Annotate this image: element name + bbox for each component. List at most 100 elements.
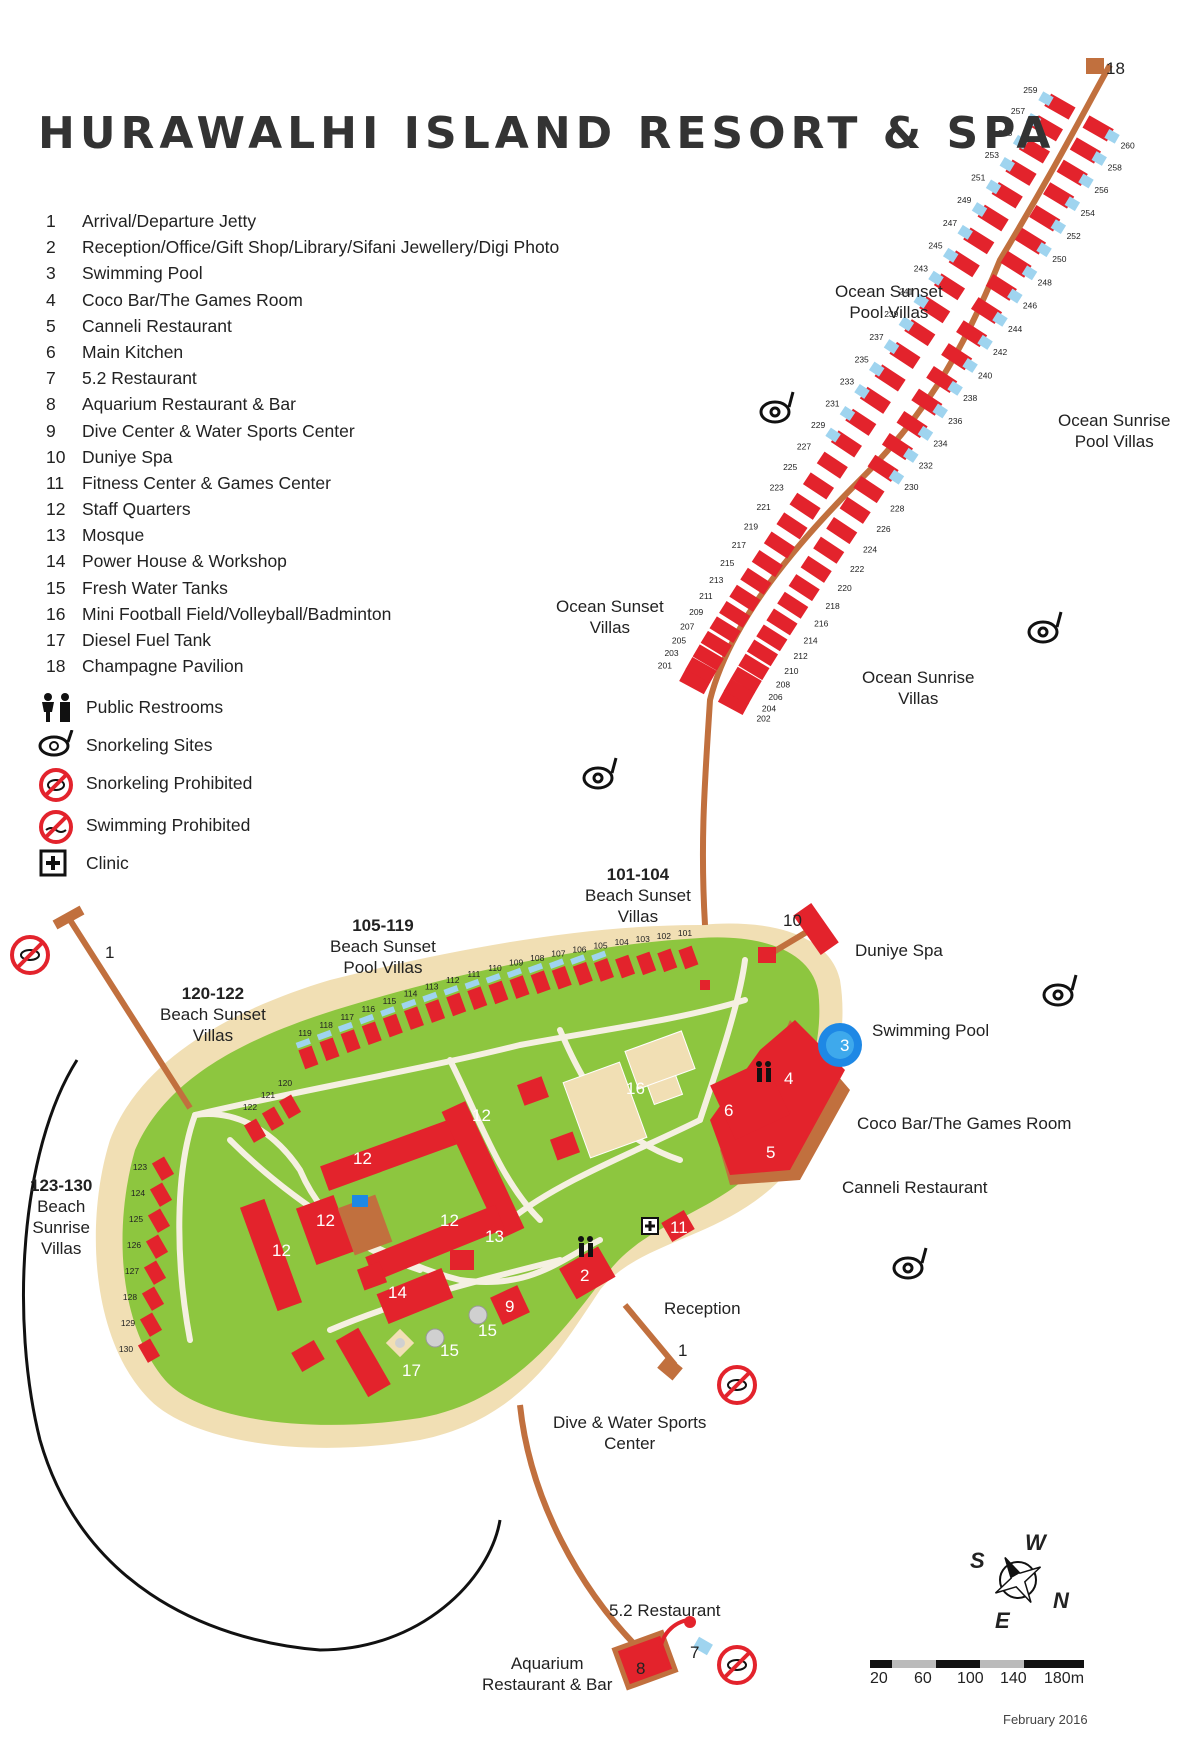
beach-villa <box>572 961 593 986</box>
villa-number: 201 <box>658 660 672 670</box>
main-buildings <box>710 1020 862 1185</box>
label-line: Villas <box>192 1026 234 1045</box>
water-villa <box>813 536 845 564</box>
villa-number: 124 <box>131 1188 145 1198</box>
label-number: 123-130 <box>30 1176 93 1195</box>
map-number-12b: 12 <box>472 1106 491 1125</box>
map-number-15b: 15 <box>478 1321 497 1340</box>
villa-number: 246 <box>1023 301 1037 311</box>
villa-pool <box>977 334 993 350</box>
legend-number: 8 <box>46 394 56 415</box>
label-line: Beach Sunset <box>330 937 436 956</box>
label-dive-center: Dive & Water Sports Center <box>553 1412 706 1454</box>
label-ocean-sunset-villas: Ocean Sunset Villas <box>556 596 664 638</box>
label-villas-123-130: 123-130 Beach Sunrise Villas <box>30 1175 92 1259</box>
water-villa <box>839 496 871 524</box>
villa-number: 113 <box>425 982 439 992</box>
legend-number: 5 <box>46 315 56 336</box>
villa-pool <box>1038 91 1054 107</box>
villa-number: 130 <box>119 1344 133 1354</box>
villa-number: 120 <box>278 1078 292 1088</box>
beach-villa <box>593 958 614 982</box>
label-villas-105-119: 105-119 Beach Sunset Pool Villas <box>330 915 436 978</box>
villa-pool <box>913 293 929 309</box>
label-line: Pool Villas <box>343 958 423 977</box>
legend-text: Aquarium Restaurant & Bar <box>82 394 296 415</box>
label-line: Aquarium <box>510 1654 584 1673</box>
legend-number: 16 <box>46 603 66 624</box>
water-villa <box>730 666 762 693</box>
villa-number: 102 <box>657 931 671 941</box>
water-villa <box>685 656 717 683</box>
villa-number: 112 <box>446 975 460 985</box>
label-line: Ocean Sunset <box>556 597 664 616</box>
label-line: Restaurant & Bar <box>482 1675 613 1694</box>
beach-villas: 1011021031041051061071081091101111121131… <box>119 928 699 1363</box>
champagne-pavilion <box>1086 58 1104 74</box>
label-line: Center <box>604 1434 656 1453</box>
swim-prohibited-icon <box>39 810 73 844</box>
villa-number: 203 <box>664 648 678 658</box>
villa-pool <box>903 447 919 463</box>
villa-number: 105 <box>593 941 607 951</box>
villa-number: 103 <box>636 934 650 944</box>
villa-pool <box>825 427 841 443</box>
water-tanks <box>385 1305 488 1358</box>
villa-pool <box>591 950 607 962</box>
label-aquarium: Aquarium Restaurant & Bar <box>482 1653 612 1695</box>
map-number-15a: 15 <box>440 1341 459 1360</box>
villa-number: 224 <box>863 544 877 554</box>
villa-number: 118 <box>319 1020 333 1030</box>
water-villa <box>717 689 750 716</box>
villa-number: 234 <box>933 438 947 448</box>
beach-villa <box>657 948 678 973</box>
scale-bar <box>870 1660 1084 1668</box>
villa-number: 211 <box>699 591 713 601</box>
label-reception: Reception <box>664 1299 741 1318</box>
villa-number: 243 <box>914 263 928 273</box>
scale-tick: 180m <box>1044 1670 1085 1687</box>
beach-villa <box>678 945 699 970</box>
restroom-icon <box>42 693 70 722</box>
beach-villa <box>340 1029 361 1053</box>
map-number-14: 14 <box>388 1283 407 1302</box>
sports-fields <box>562 1030 696 1159</box>
villa-pool <box>883 339 900 355</box>
label-line: Villas <box>898 689 939 708</box>
villa-number: 259 <box>1023 85 1037 95</box>
villa-pool <box>380 1006 396 1017</box>
villa-pool <box>1007 288 1023 304</box>
villa-pool <box>401 998 417 1010</box>
label-line: Ocean Sunrise <box>1058 411 1171 430</box>
map-number-11: 11 <box>670 1218 688 1237</box>
snorkel-prohibited-icon <box>39 768 73 802</box>
beach-villa <box>551 965 572 990</box>
label-canneli: Canneli Restaurant <box>842 1178 988 1197</box>
legend-text: Champagne Pavilion <box>82 656 244 677</box>
villa-pool <box>1050 219 1067 235</box>
legend-text: Mini Football Field/Volleyball/Badminton <box>82 603 392 624</box>
label-ocean-sunrise-pool-villas: Ocean Sunrise Pool Villas <box>1058 410 1170 452</box>
villa-number: 116 <box>362 1004 376 1014</box>
map-number-5: 5 <box>766 1143 776 1162</box>
villa-number: 244 <box>1008 324 1022 334</box>
water-villas-west: 2022042062082102122142162182202222242262… <box>717 115 1135 723</box>
villa-pool <box>527 962 544 974</box>
villa-number: 212 <box>793 651 807 661</box>
beach-villa <box>636 951 657 976</box>
villa-number: 253 <box>985 150 999 160</box>
water-villa <box>692 644 724 671</box>
villa-pool <box>1025 112 1042 128</box>
villa-number: 240 <box>978 370 992 380</box>
label-line: Beach Sunset <box>160 1005 266 1024</box>
villa-pool <box>1078 173 1094 189</box>
villa-number: 254 <box>1081 208 1095 218</box>
villa-pool <box>422 991 438 1003</box>
legend-number: 18 <box>46 656 66 677</box>
